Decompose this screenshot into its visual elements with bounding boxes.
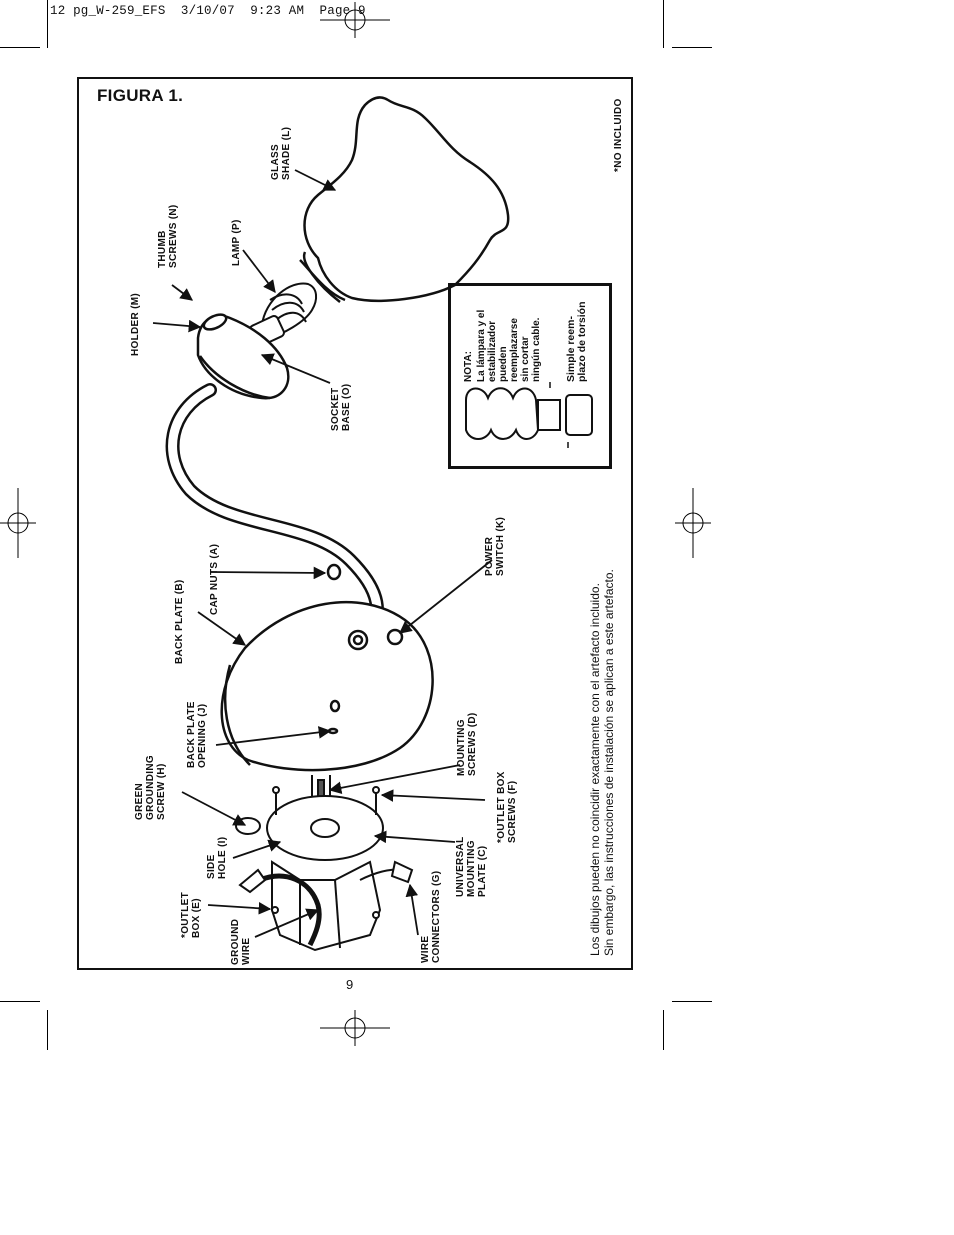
not-included-note: *NO INCLUIDO [613, 98, 624, 172]
label-outlet-box: *OUTLET BOX (E) [180, 892, 202, 938]
crop-mark [672, 1001, 712, 1002]
label-ground-wire: GROUND WIRE [230, 918, 252, 965]
crop-mark [663, 1010, 664, 1050]
label-power-switch: POWER SWITCH (K) [484, 516, 506, 576]
leader-lines [152, 169, 493, 938]
back-plate-drawing [220, 563, 434, 772]
label-back-plate: BACK PLATE (B) [174, 579, 185, 664]
label-green-grounding-screw: GREEN GROUNDING SCREW (H) [134, 755, 167, 820]
registration-mark-bottom [320, 1010, 390, 1046]
crop-mark [672, 47, 712, 48]
label-universal-mounting-plate: UNIVERSAL MOUNTING PLATE (C) [455, 836, 488, 897]
crop-mark [0, 1001, 40, 1002]
label-lamp: LAMP (P) [231, 219, 242, 266]
page-number: 9 [346, 977, 354, 992]
label-socket-base: SOCKET BASE (O) [330, 383, 352, 431]
registration-mark-right [675, 488, 711, 558]
figure-frame [77, 77, 633, 970]
note-body: La lámpara y el estabilizador pueden ree… [476, 309, 542, 382]
label-holder: HOLDER (M) [130, 293, 141, 356]
holder-drawing [196, 313, 290, 400]
twist-bulb-icon [465, 382, 593, 448]
note-tagline: Simple reem- plazo de torsión [565, 301, 588, 382]
mounting-hardware-drawing [235, 775, 414, 952]
label-outlet-box-screws: *OUTLET BOX SCREWS (F) [496, 771, 518, 843]
label-glass-shade: GLASS SHADE (L) [270, 126, 292, 180]
note-heading: NOTA: [463, 351, 474, 382]
figure-title: FIGURA 1. [97, 86, 184, 105]
label-side-hole: SIDE HOLE (I) [206, 836, 228, 879]
disclaimer-text: Los dibujos pueden no coincidir exactame… [588, 569, 616, 956]
registration-mark-left [0, 488, 36, 558]
replacement-note-box [448, 283, 612, 469]
label-mounting-screws: MOUNTING SCREWS (D) [456, 712, 478, 776]
crop-mark [663, 0, 664, 48]
registration-mark-top [320, 2, 390, 38]
crop-mark [0, 47, 40, 48]
crop-mark [47, 0, 48, 48]
label-cap-nuts: CAP NUTS (A) [209, 543, 220, 615]
print-slug: 12 pg_W-259_EFS 3/10/07 9:23 AM Page 9 [50, 4, 366, 18]
crop-mark [47, 1010, 48, 1050]
label-wire-connectors: WIRE CONNECTORS (G) [420, 870, 442, 963]
label-thumb-screws: THUMB SCREWS (N) [157, 204, 179, 268]
glass-shade-drawing [299, 96, 510, 303]
label-back-plate-opening: BACK PLATE OPENING (J) [186, 701, 208, 768]
